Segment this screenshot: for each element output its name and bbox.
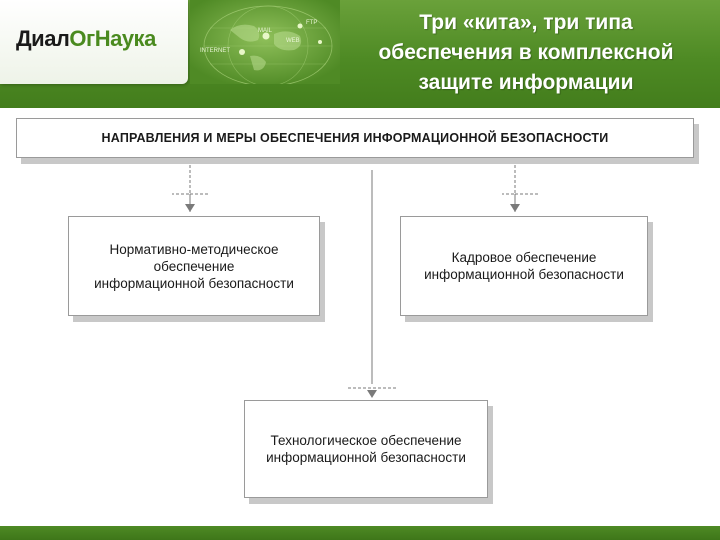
title-line-2: обеспечения в комплексной [378, 41, 674, 64]
technological-line-2: информационной безопасности [266, 450, 466, 465]
logo-text-part2: ОгНаука [69, 26, 156, 51]
personnel-support-box: Кадровое обеспечение информационной безо… [400, 216, 648, 316]
logo-text: ДиалОгНаука [16, 26, 156, 52]
personnel-line-1: Кадровое обеспечение [451, 250, 597, 265]
globe-label-web: WEB [286, 38, 300, 44]
diagram-area: НАПРАВЛЕНИЯ И МЕРЫ ОБЕСПЕЧЕНИЯ ИНФОРМАЦИ… [0, 108, 720, 526]
normative-line-3: информационной безопасности [94, 275, 294, 291]
technological-line-1: Технологическое обеспечение [270, 433, 462, 448]
normative-support-box: Нормативно-методическое обеспечение инфо… [68, 216, 320, 316]
measures-box-label: НАПРАВЛЕНИЯ И МЕРЫ ОБЕСПЕЧЕНИЯ ИНФОРМАЦИ… [101, 131, 609, 145]
title-line-3: защите информации [418, 71, 634, 94]
globe-network-icon: MAIL WEB INTERNET FTP [190, 0, 340, 84]
normative-line-2: обеспечение [153, 258, 235, 274]
measures-box: НАПРАВЛЕНИЯ И МЕРЫ ОБЕСПЕЧЕНИЯ ИНФОРМАЦИ… [16, 118, 694, 158]
globe-label-internet: INTERNET [200, 48, 230, 54]
personnel-line-2: информационной безопасности [424, 267, 624, 282]
globe-label-ftp: FTP [306, 20, 317, 26]
normative-line-1: Нормативно-методическое [109, 241, 279, 257]
logo: ДиалОгНаука [0, 0, 188, 84]
title-line-1: Три «кита», три типа [419, 11, 633, 34]
technological-support-box: Технологическое обеспечение информационн… [244, 400, 488, 498]
page-title: Три «кита», три типа обеспечения в компл… [340, 8, 712, 98]
header-banner: ДиалОгНаука MAIL WEB INTERNET FTP Три «к… [0, 0, 720, 108]
globe-label-mail: MAIL [258, 28, 273, 34]
logo-text-part1: Диал [16, 26, 70, 51]
footer-bar [0, 526, 720, 540]
connector-lines [172, 160, 540, 398]
